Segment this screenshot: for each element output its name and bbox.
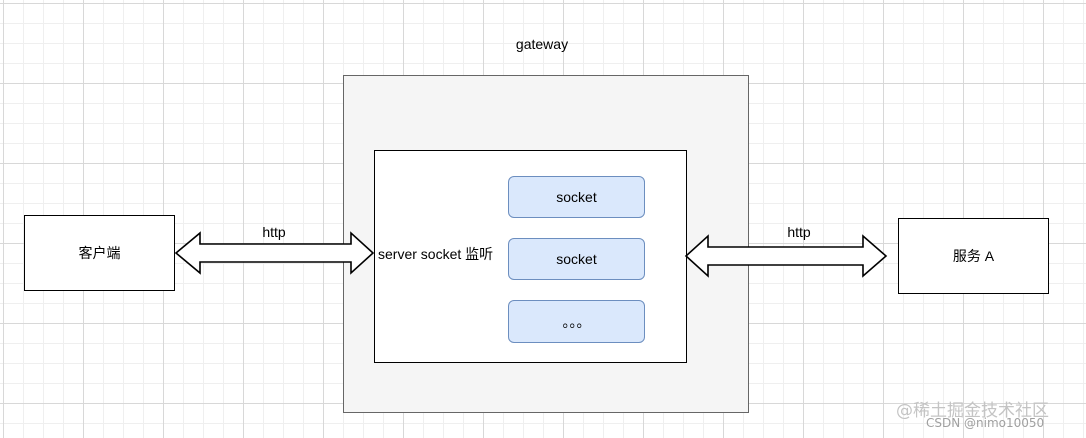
- http-label-right: http: [787, 224, 811, 240]
- gateway-label: gateway: [515, 36, 569, 52]
- socket-node[interactable]: socket: [508, 238, 645, 280]
- socket-node-label: 。。。: [562, 313, 591, 330]
- csdn-watermark: CSDN @nimo10050: [926, 416, 1045, 430]
- server-socket-label: server socket 监听: [378, 246, 494, 262]
- http-label-left: http: [262, 224, 286, 240]
- service-a-node-label: 服务 A: [952, 248, 995, 264]
- socket-node-label: socket: [556, 189, 597, 205]
- client-gateway-double-arrow[interactable]: [174, 231, 375, 275]
- gateway-service-double-arrow[interactable]: [684, 234, 888, 278]
- socket-ellipsis-node[interactable]: 。。。: [508, 300, 645, 343]
- client-node-label: 客户端: [78, 245, 121, 261]
- socket-node[interactable]: socket: [508, 176, 645, 218]
- socket-node-label: socket: [556, 251, 597, 267]
- juejin-watermark: @稀土掘金技术社区: [896, 401, 1049, 421]
- service-a-node[interactable]: 服务 A: [898, 218, 1049, 294]
- client-node[interactable]: 客户端: [24, 215, 175, 291]
